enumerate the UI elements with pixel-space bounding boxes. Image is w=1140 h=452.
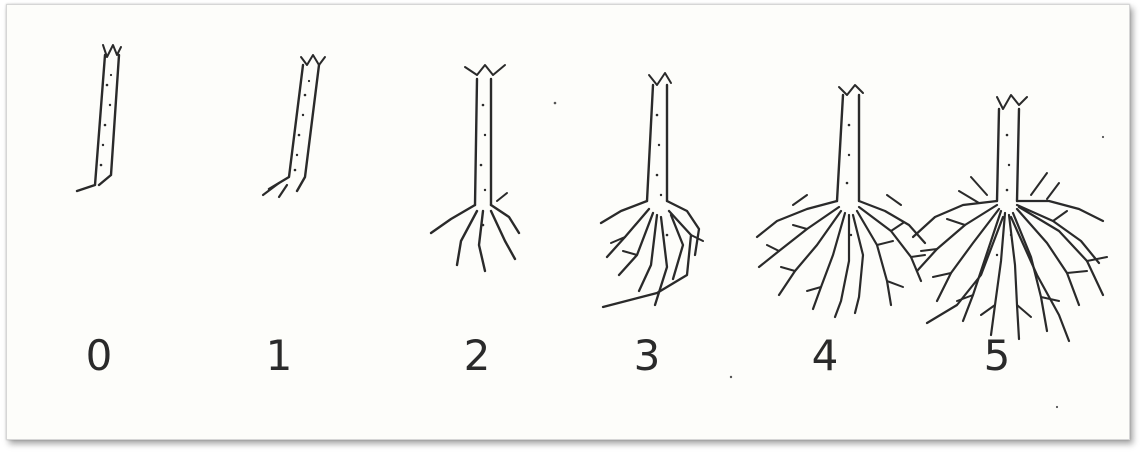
score-label-5: 5 <box>967 335 1027 377</box>
cutting-stage-1 <box>263 55 325 197</box>
score-label-2: 2 <box>447 335 507 377</box>
cutting-stage-5 <box>913 95 1107 341</box>
score-label-1: 1 <box>249 335 309 377</box>
score-label-3: 3 <box>617 335 677 377</box>
cutting-stage-0 <box>77 45 121 191</box>
cutting-stage-3 <box>601 73 703 307</box>
score-label-0: 0 <box>69 335 129 377</box>
cutting-stage-2 <box>431 65 519 271</box>
root-scale-drawing <box>7 5 1129 439</box>
score-label-4: 4 <box>795 335 855 377</box>
cutting-stage-4 <box>757 85 925 317</box>
figure-frame: 0 1 2 3 4 5 <box>6 4 1130 440</box>
